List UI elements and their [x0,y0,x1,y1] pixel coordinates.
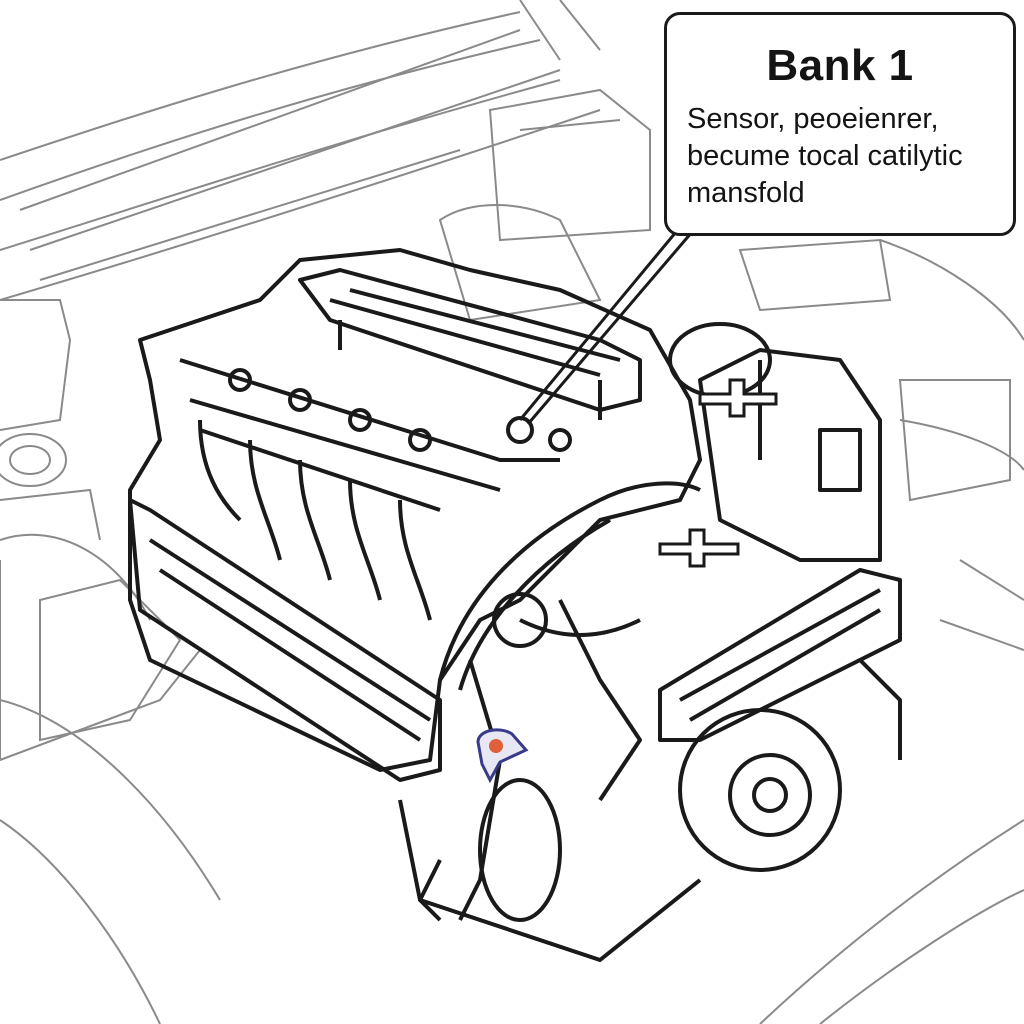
callout-description: Sensor, peoeienrer, becume tocal catilyt… [687,101,1005,212]
callout-line: Sensor, peoeienrer, [687,103,939,135]
leader-line-icon [518,231,694,425]
plus-marker-icon [698,378,778,418]
bank-1-callout-box: Bank 1 Sensor, peoeienrer, becume tocal … [664,12,1016,236]
callout-line: becume tocal catilytic [687,140,963,172]
sensor-marker-icon [476,728,529,784]
engine-block [128,248,902,962]
callout-title: Bank 1 [766,41,914,90]
plus-marker-icon [658,528,740,568]
callout-line: mansfold [687,177,805,209]
